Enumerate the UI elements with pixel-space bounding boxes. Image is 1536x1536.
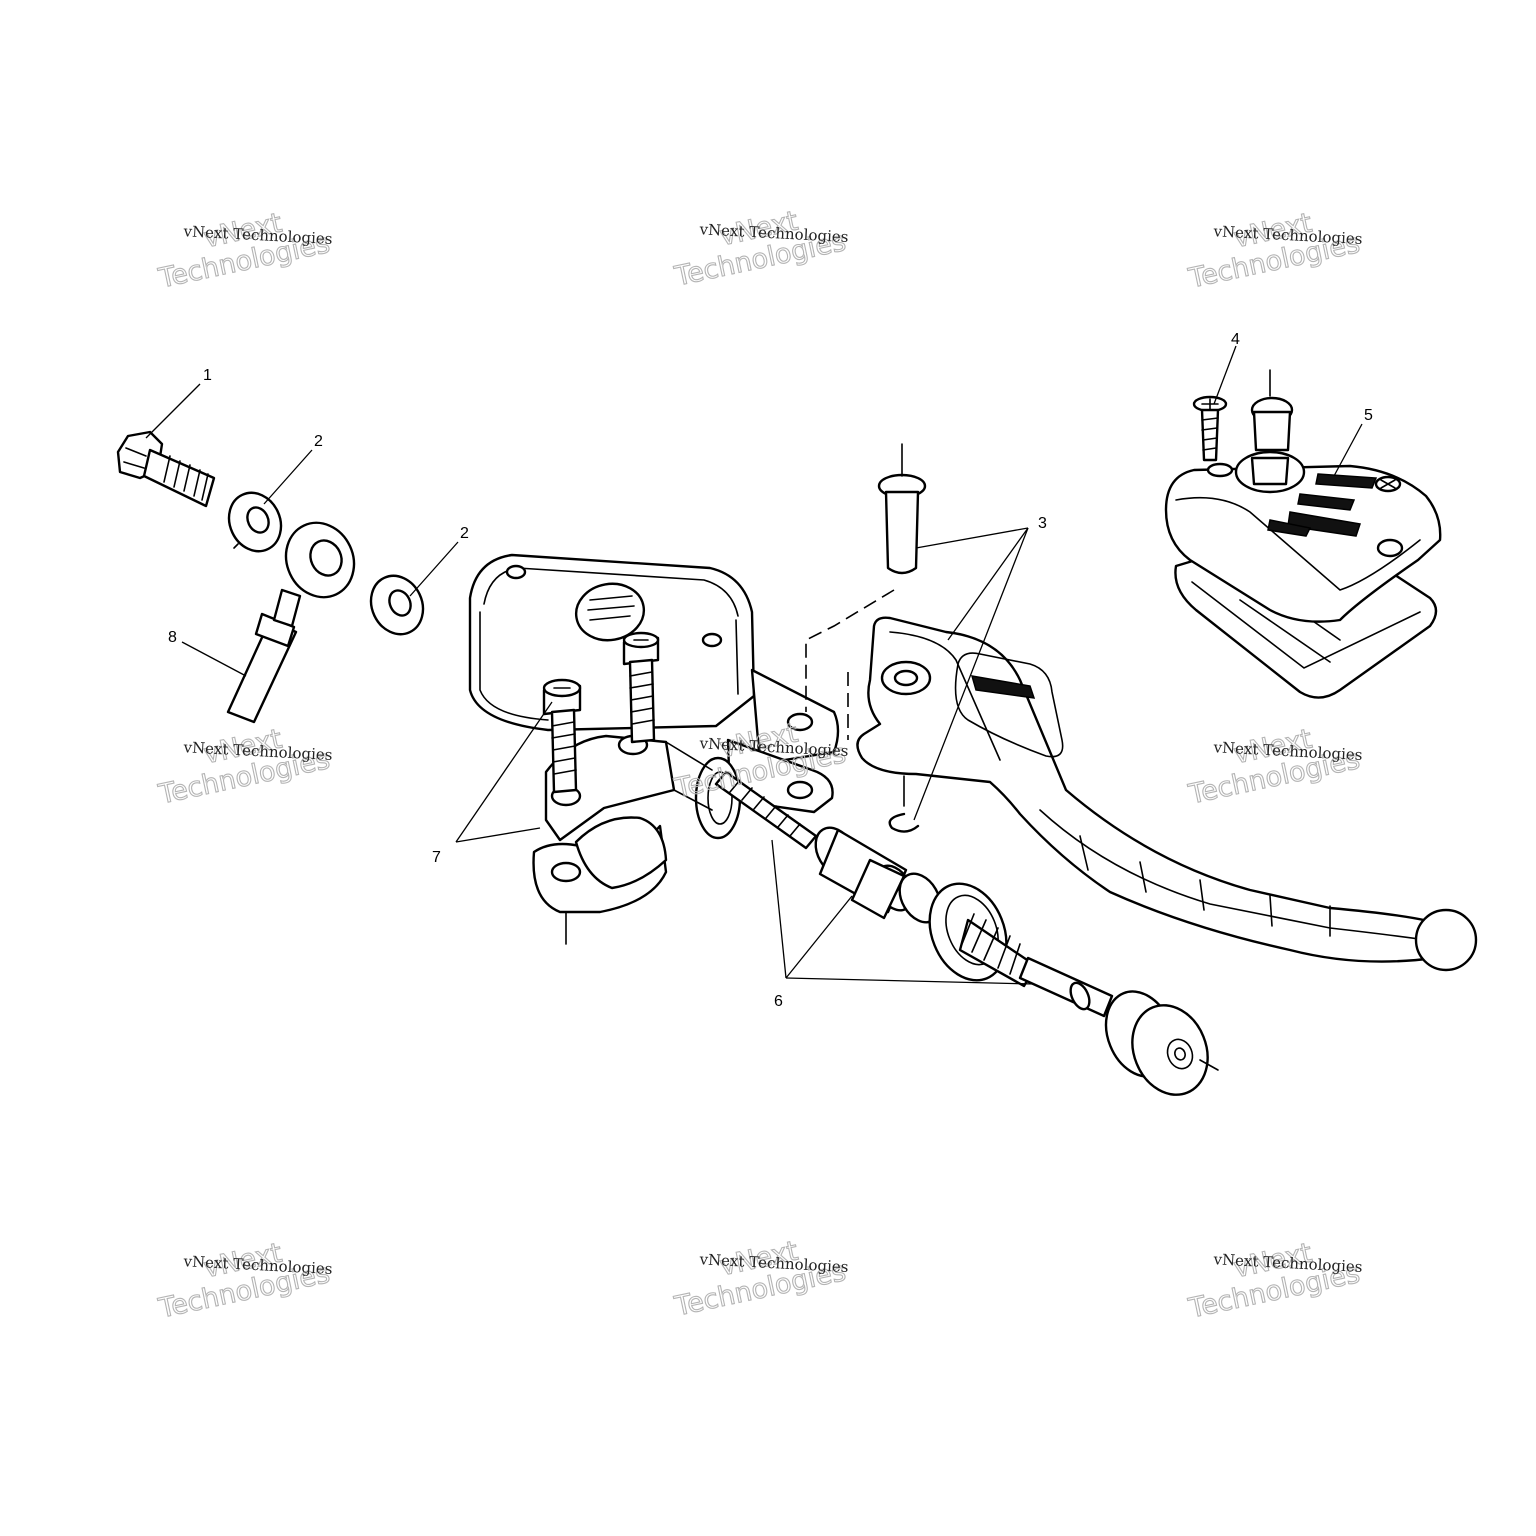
pushrod xyxy=(1018,956,1114,1018)
pivot-pin xyxy=(877,443,927,575)
piston xyxy=(814,826,942,924)
piston-spring xyxy=(714,770,818,850)
callout-6: 6 xyxy=(774,993,783,1010)
washer-lower xyxy=(369,574,425,636)
master-cylinder-body xyxy=(468,553,840,914)
banjo-bolt xyxy=(116,430,216,508)
brake-lever xyxy=(856,616,1478,972)
dust-boot xyxy=(1104,990,1219,1096)
callout-5: 5 xyxy=(1364,407,1373,424)
callout-3: 3 xyxy=(1038,515,1047,532)
callout-8: 8 xyxy=(168,629,177,646)
watermark-bottom-left: vNext Technologies xyxy=(155,1237,333,1325)
brake-hose xyxy=(226,521,356,724)
reservoir-cap xyxy=(1164,369,1442,699)
watermark-middle-left: vNext Technologies xyxy=(155,723,333,811)
cap-screw xyxy=(1192,395,1228,462)
watermark-top-center: vNext Technologies xyxy=(671,205,849,293)
piston-cup-and-spring xyxy=(928,882,1038,988)
watermark-top-left: vNext Technologies xyxy=(155,207,333,295)
alignment-dash-pin xyxy=(805,589,895,712)
circlip xyxy=(888,775,920,833)
watermark-top-right: vNext Technologies xyxy=(1185,207,1363,295)
callout-1: 1 xyxy=(203,367,212,384)
washer-upper xyxy=(227,491,283,553)
callout-4: 4 xyxy=(1231,331,1240,348)
clamp-bolt-right xyxy=(622,631,660,744)
leader-lines xyxy=(145,345,1363,985)
watermark-middle-right: vNext Technologies xyxy=(1185,723,1363,811)
watermark-bottom-center: vNext Technologies xyxy=(671,1235,849,1323)
callout-2-lower: 2 xyxy=(460,525,469,542)
callout-7: 7 xyxy=(432,849,441,866)
clamp-bolt-left xyxy=(542,678,582,794)
watermark-bottom-right: vNext Technologies xyxy=(1185,1237,1363,1325)
callout-2-upper: 2 xyxy=(314,433,323,450)
